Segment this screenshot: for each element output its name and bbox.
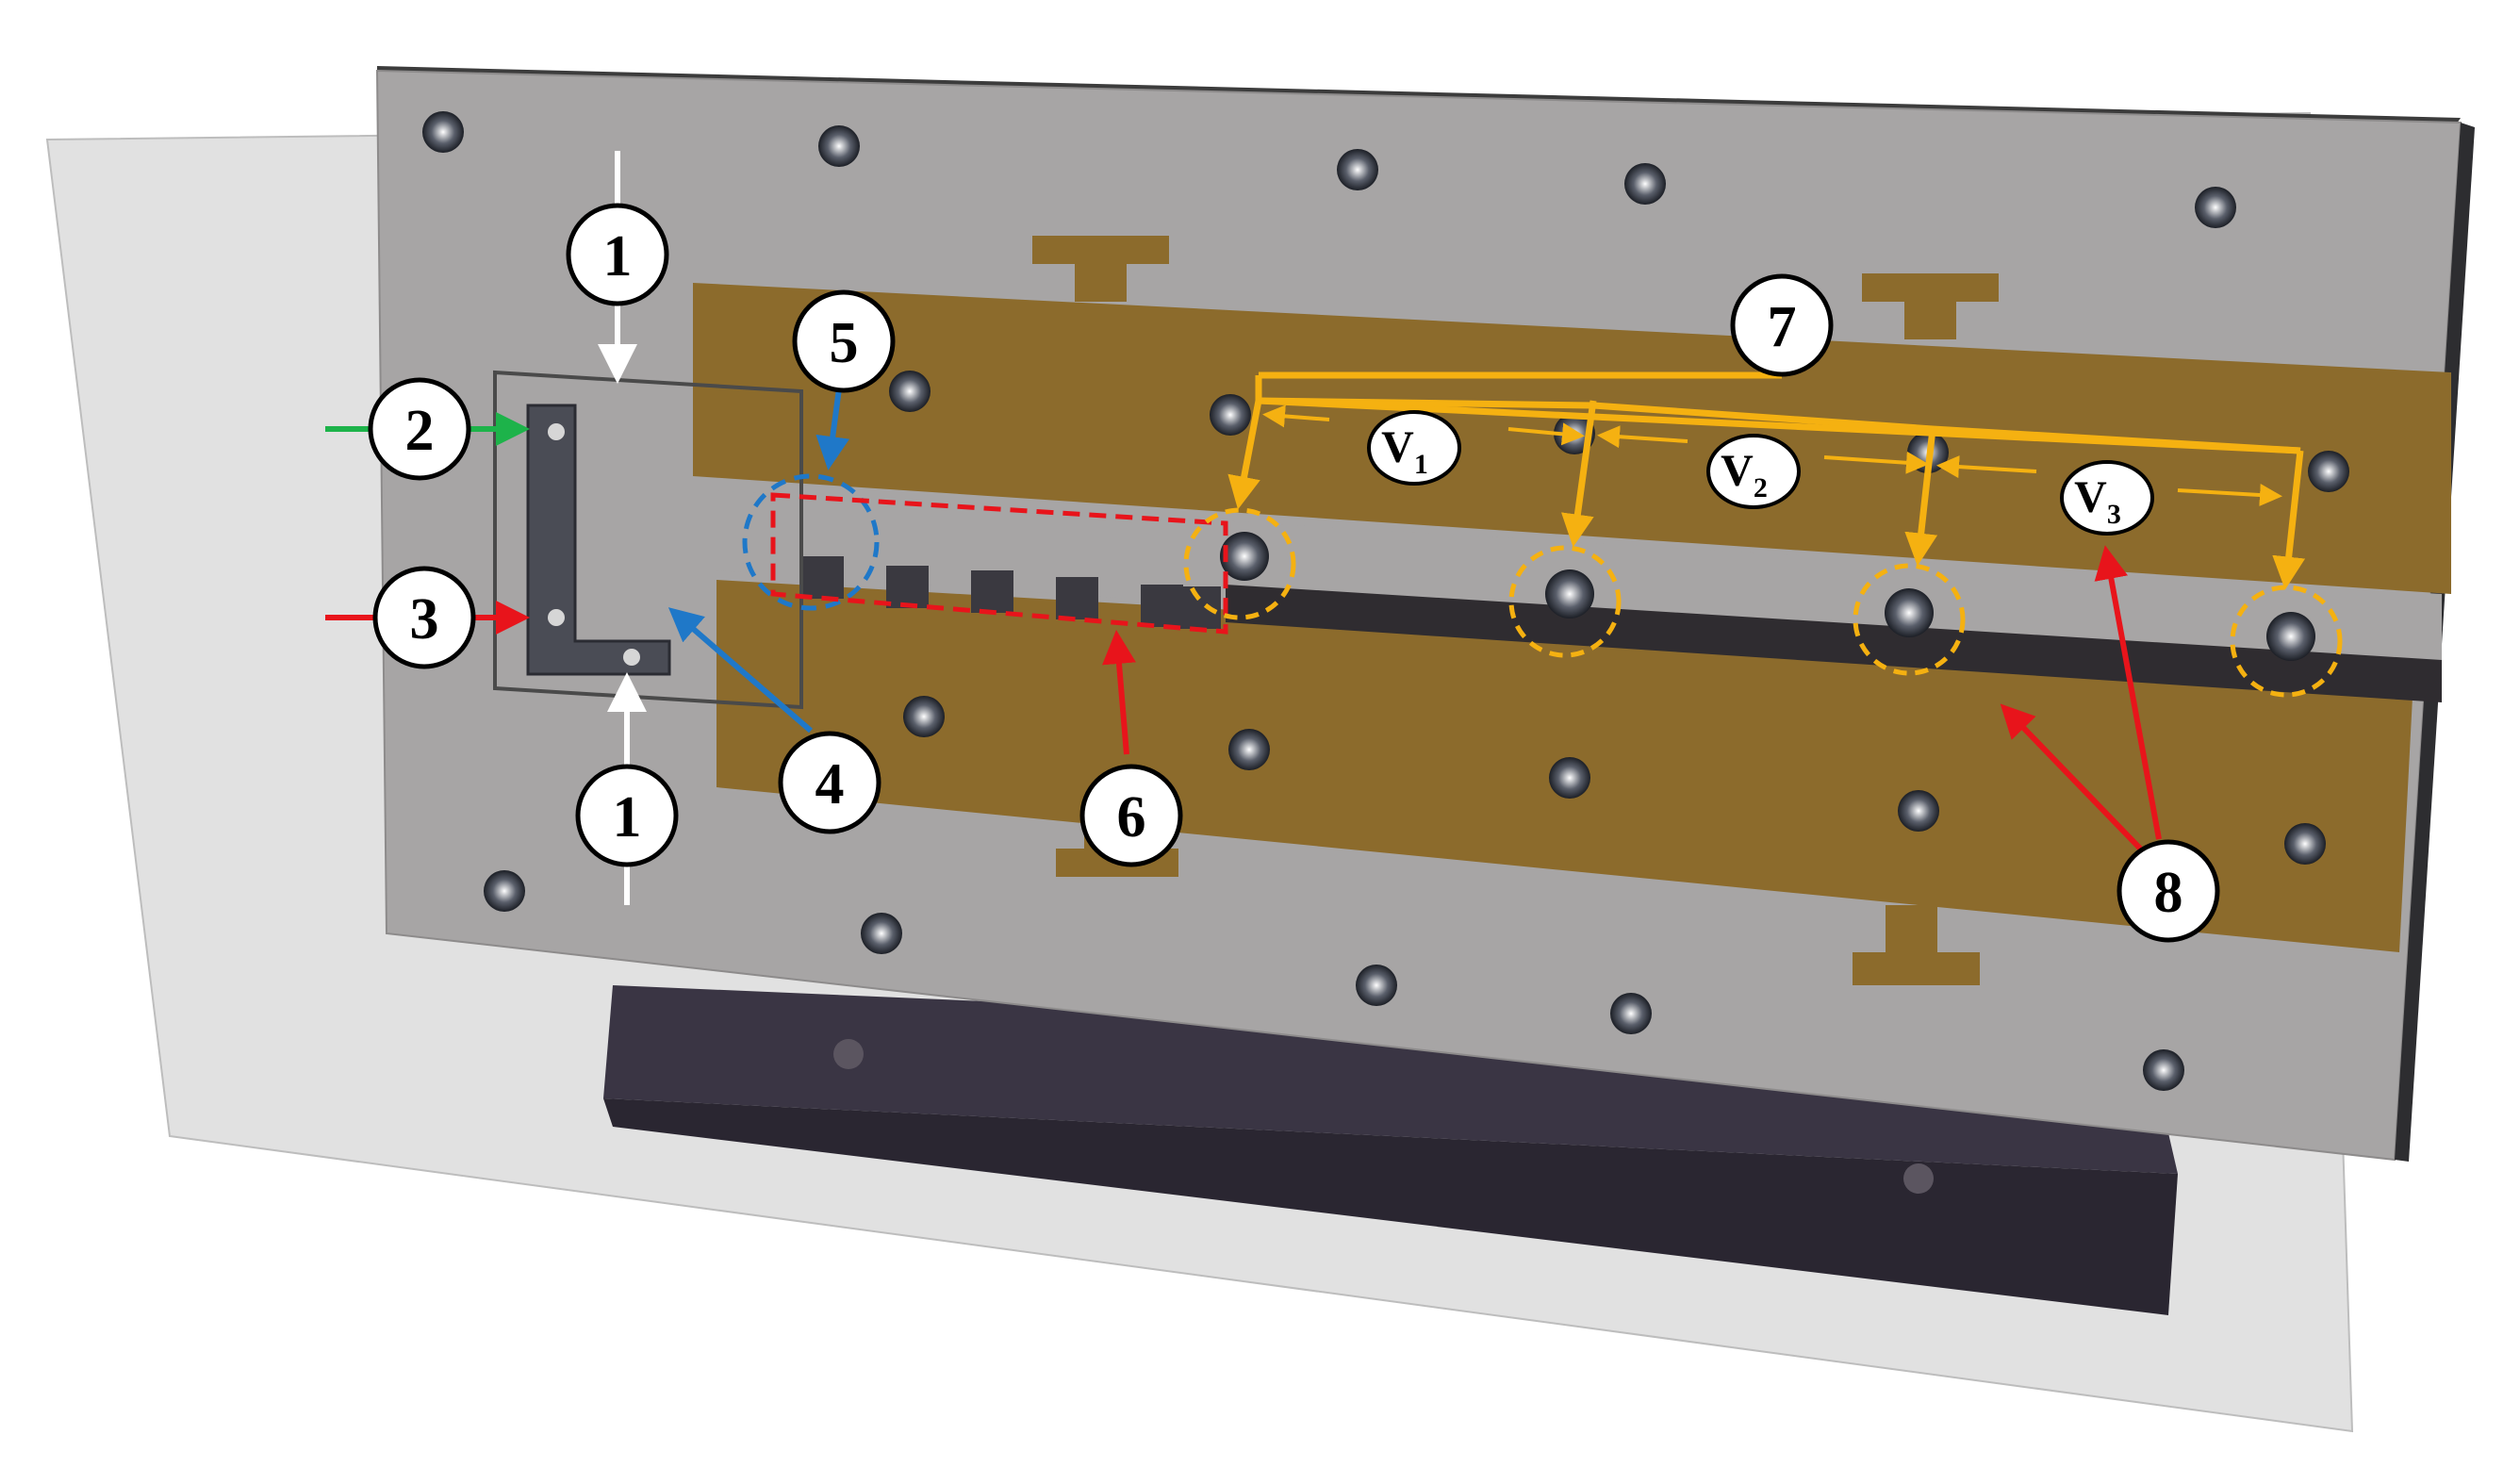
callout-1-top: 1 <box>566 203 669 306</box>
outlet-bracket-7 <box>1227 356 2306 590</box>
outlet-markers <box>1183 507 2343 698</box>
svg-text:1: 1 <box>613 785 642 849</box>
base-bar-front <box>603 1098 2178 1315</box>
v3-label: V3 <box>2060 460 2154 536</box>
svg-text:8: 8 <box>2154 861 2183 925</box>
bolt-holes <box>422 111 2349 1194</box>
pointer-arrow-6 <box>1102 630 1136 755</box>
svg-text:V1: V1 <box>1381 422 1428 480</box>
inlet-port-3 <box>623 649 640 666</box>
callout-8: 8 <box>2116 839 2220 943</box>
inlet-chamber-outline <box>493 370 803 710</box>
callout-4: 4 <box>778 731 881 834</box>
v3-dim-arrow-left <box>1936 455 2037 479</box>
inlet-port-1 <box>548 423 565 440</box>
svg-text:7: 7 <box>1768 295 1797 359</box>
callout-7: 7 <box>1730 273 1834 377</box>
callout-3: 3 <box>372 566 476 669</box>
callout-1-bottom: 1 <box>575 764 679 867</box>
svg-text:5: 5 <box>830 311 859 375</box>
v2-label: V2 <box>1706 434 1801 509</box>
svg-text:1: 1 <box>603 224 633 289</box>
comb-electrode-teeth <box>801 556 1221 629</box>
v1-dim-arrow-right <box>1507 422 1585 446</box>
v3-dim-arrow-right <box>2177 483 2282 506</box>
pointer-arrow-4 <box>667 607 813 734</box>
comb-region-marker <box>770 492 1228 635</box>
svg-text:V2: V2 <box>1721 446 1768 503</box>
channel-dark-strip <box>1226 585 2442 702</box>
svg-text:3: 3 <box>410 587 439 652</box>
callout-6: 6 <box>1079 764 1183 867</box>
v1-dim-arrow-left <box>1262 404 1330 428</box>
svg-text:2: 2 <box>405 399 435 463</box>
electrode-zone-marker <box>742 473 880 611</box>
inlet-port-2 <box>548 609 565 626</box>
callout-5: 5 <box>792 289 896 393</box>
pointer-arrow-8a <box>2094 545 2162 840</box>
svg-text:4: 4 <box>815 752 845 816</box>
v2-dim-arrow-left <box>1597 425 1688 449</box>
pointer-arrow-8b <box>2000 703 2148 856</box>
base-bar-top <box>603 985 2178 1174</box>
v2-dim-arrow-right <box>1823 451 1929 474</box>
svg-text:V3: V3 <box>2074 472 2121 530</box>
v1-label: V1 <box>1367 410 1461 486</box>
svg-text:6: 6 <box>1117 785 1146 849</box>
callout-2: 2 <box>368 377 471 481</box>
